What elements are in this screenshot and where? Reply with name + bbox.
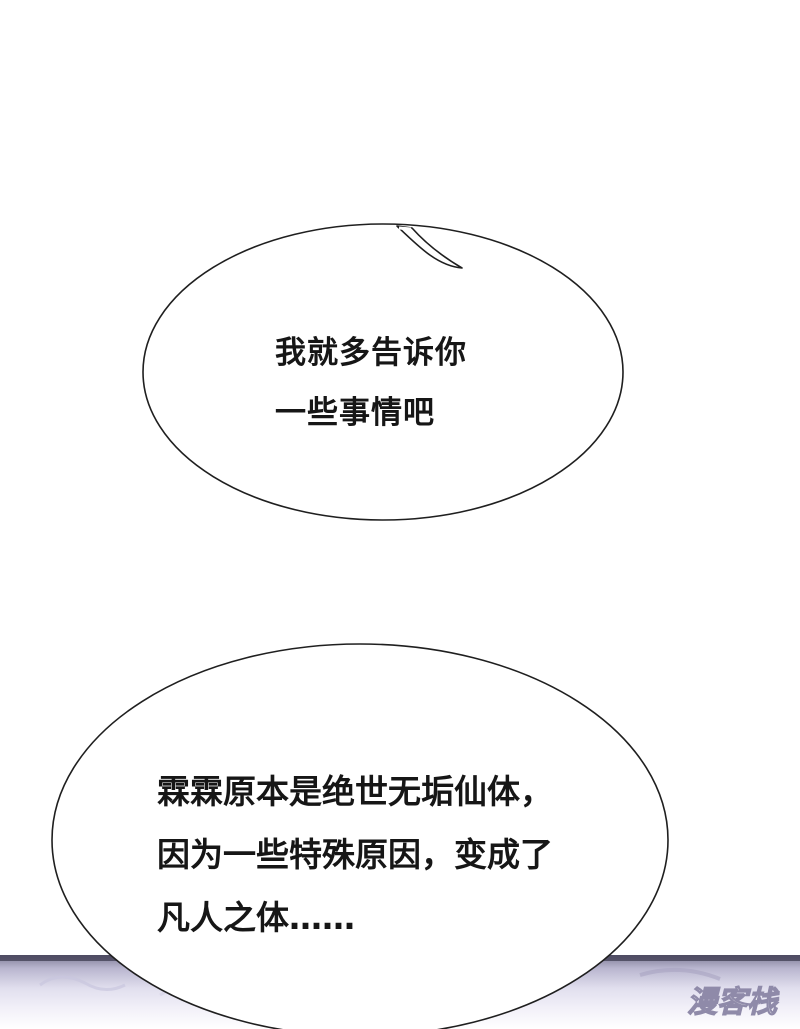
bubble-1-line-2: 一些事情吧	[275, 395, 435, 431]
bubble-1-line-1: 我就多告诉你	[275, 335, 467, 371]
watermark-text: 漫客栈	[687, 985, 780, 1020]
speech-bubble-1	[142, 223, 624, 521]
watermark-logo: 漫客栈	[686, 984, 780, 1020]
speech-bubble-2	[51, 643, 669, 1029]
bubble-2-line-2: 因为一些特殊原因，变成了	[157, 835, 553, 874]
bubble-2-line-3: 凡人之体……	[157, 898, 355, 937]
bubble-2-text: 霖霖原本是绝世无垢仙体， 因为一些特殊原因，变成了 凡人之体……	[157, 760, 553, 949]
bubble-1-text: 我就多告诉你 一些事情吧	[275, 323, 467, 443]
bubble-2-line-1: 霖霖原本是绝世无垢仙体，	[157, 772, 553, 811]
